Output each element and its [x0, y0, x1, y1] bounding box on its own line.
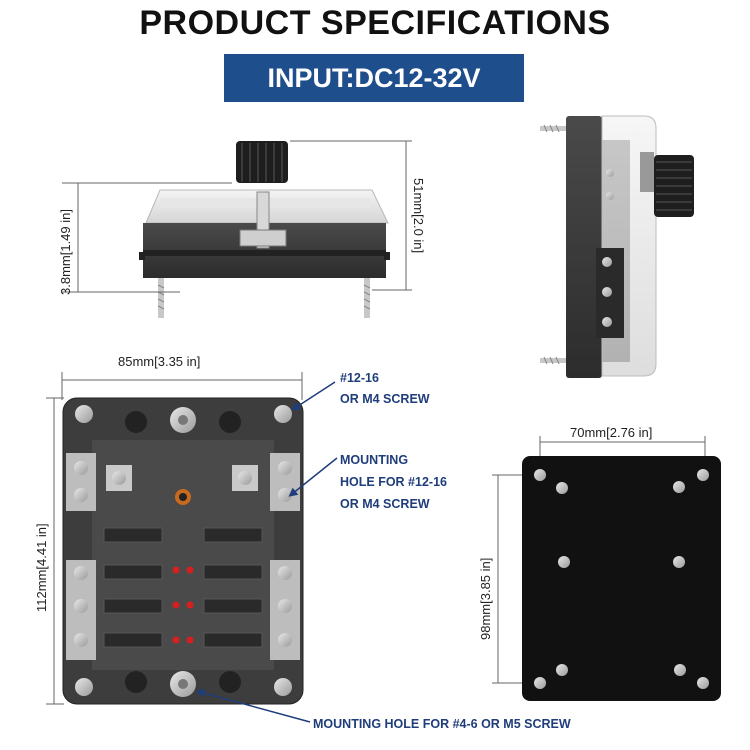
page-title: PRODUCT SPECIFICATIONS [139, 4, 611, 42]
length-label: 112mm[4.41 in] [34, 523, 49, 612]
width-dimension [61, 372, 303, 400]
total-height-label: 51mm[2.0 in] [411, 178, 426, 253]
bottom-hole-callout: MOUNTING HOLE FOR #4-6 OR M5 SCREW [313, 717, 571, 731]
total-height-dimension [290, 140, 412, 291]
mounting-callout-line1: MOUNTING [340, 453, 408, 467]
width-label: 85mm[3.35 in] [118, 354, 200, 369]
screw-callout-line1: #12-16 [340, 371, 379, 385]
length-dimension [46, 397, 64, 705]
corner-screw [274, 678, 292, 696]
hole-spacing-length-label: 98mm[3.85 in] [478, 558, 493, 640]
input-voltage-badge: INPUT:DC12-32V [224, 54, 524, 102]
callout-lines [195, 381, 338, 723]
fuse-block-top-view [62, 397, 304, 705]
right-side-view [540, 115, 694, 378]
mounting-plate [522, 456, 721, 701]
corner-screw [75, 678, 93, 696]
mounting-callout-line3: OR M4 SCREW [340, 497, 430, 511]
front-side-view [139, 141, 390, 318]
side-height-label: 3.8mm[1.49 in] [58, 209, 73, 295]
hole-spacing-width-label: 70mm[2.76 in] [570, 425, 652, 440]
side-height-dimension [62, 182, 232, 293]
screw-callout-line2: OR M4 SCREW [340, 392, 430, 406]
fuse-led-indicators [172, 566, 194, 644]
mounting-callout-line2: HOLE FOR #12-16 [340, 475, 447, 489]
corner-screw [274, 405, 292, 423]
corner-screw [75, 405, 93, 423]
